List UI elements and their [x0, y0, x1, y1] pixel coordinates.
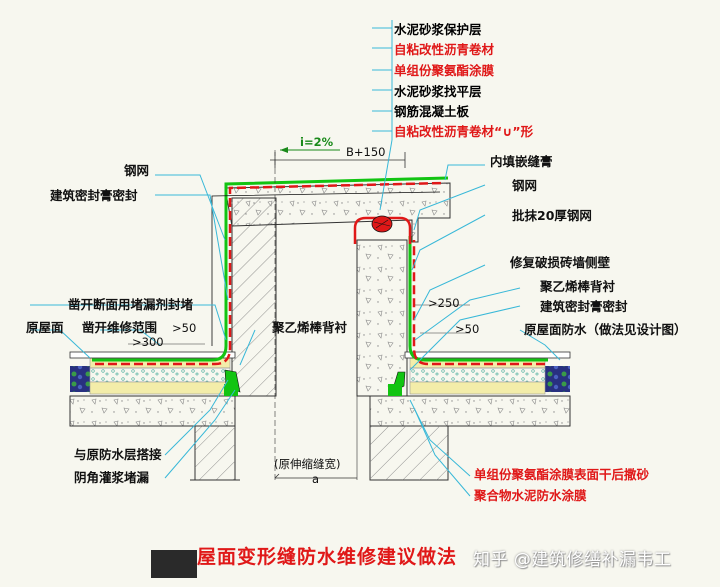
label-joint-width: (原伸缩缝宽): [274, 457, 341, 471]
right-roof-slab: [369, 395, 571, 481]
layer-label-leveling: 水泥砂浆找平层: [394, 84, 482, 99]
drawing-title: 屋面变形缝防水维修建议做法: [197, 546, 458, 568]
label-pe-rod-center: 聚乙烯棒背衬: [272, 320, 348, 335]
leader-lines: [30, 20, 561, 497]
layer-label-self-adhesive-membrane: 自粘改性沥青卷材: [394, 42, 495, 57]
label-polymer-cement: 聚合物水泥防水涂膜: [474, 488, 587, 503]
label-cut-edge: 凿开断面用堵漏剂封堵: [68, 297, 194, 312]
label-pe-rod-right: 聚乙烯棒背衬: [540, 279, 616, 294]
layer-label-u-membrane: 自粘改性沥青卷材“∪”形: [394, 124, 534, 139]
label-steel-mesh-right: 钢网: [512, 178, 538, 193]
layer-label-polyurethane: 单组份聚氨酯涂膜: [394, 63, 495, 78]
label-orig-waterproof: 原屋面防水（做法见设计图）: [524, 322, 687, 337]
label-inner-sealant: 内填嵌缝膏: [490, 154, 553, 169]
layer-label-cement-protection: 水泥砂浆保护层: [394, 22, 482, 37]
label-fillet-grout: 阴角灌浆堵漏: [74, 470, 150, 485]
waterproof-layers: [92, 176, 548, 396]
cover-slab: [224, 182, 451, 243]
right-roof-buildup: [404, 351, 571, 395]
dim-50-right: >50: [455, 322, 480, 336]
top-dimension: [270, 147, 406, 168]
dim-250: >250: [428, 296, 460, 310]
width-dimension: B+150: [346, 145, 386, 159]
label-sealant-right: 建筑密封膏密封: [540, 299, 628, 314]
label-repair-brick-wall: 修复破损砖墙侧壁: [510, 255, 611, 270]
flashing-dimensions: [128, 304, 470, 345]
watermark: 知乎 @建筑修缮补漏韦工: [473, 550, 672, 570]
left-roof-buildup: [69, 351, 236, 395]
left-upstand-wall: [231, 197, 277, 397]
dim-300: >300: [132, 335, 164, 349]
label-plaster-mesh: 批抹20厚钢网: [512, 208, 592, 223]
layer-label-rc-slab: 钢筋混凝土板: [394, 104, 470, 119]
label-repair-range: 凿开维修范围: [82, 320, 158, 335]
backer-rod: [371, 215, 393, 233]
right-upstand-wall: [356, 239, 408, 397]
joint-centerlines: [274, 150, 358, 480]
label-polyurethane-sand: 单组份聚氨酯涂膜表面干后撒砂: [474, 467, 650, 482]
slope-label: i=2%: [300, 135, 334, 149]
label-steel-mesh-left: 钢网: [124, 163, 150, 178]
left-roof-slab: [69, 395, 240, 481]
title-bar-block: [151, 550, 197, 578]
label-joint-symbol: a: [312, 472, 320, 486]
label-orig-roof: 原屋面: [26, 320, 64, 335]
dim-50-left: >50: [172, 321, 197, 335]
label-sealant-left: 建筑密封膏密封: [50, 188, 138, 203]
label-lap-joint: 与原防水层搭接: [74, 447, 162, 462]
